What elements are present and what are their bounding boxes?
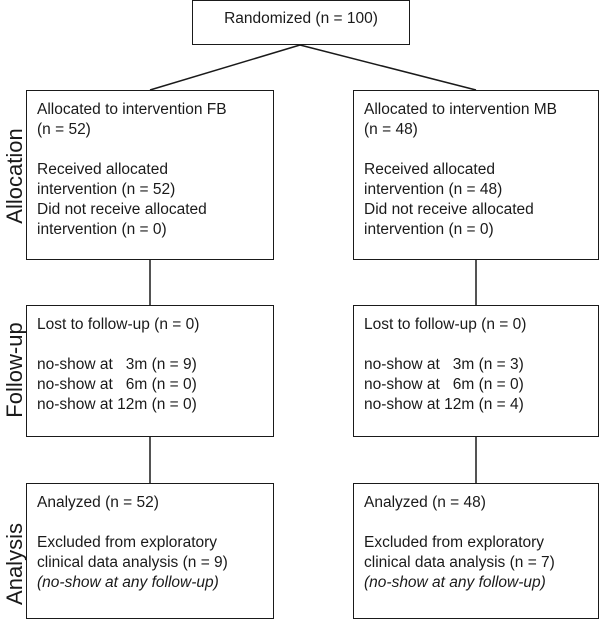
mb-noshow-3m: no-show at 3m (n = 3) bbox=[364, 356, 524, 373]
fb-excluded-count: clinical data analysis (n = 9) bbox=[37, 554, 228, 571]
mb-noshow-6m: no-show at 6m (n = 0) bbox=[364, 376, 524, 393]
fb-noshow-6m: no-show at 6m (n = 0) bbox=[37, 376, 197, 393]
stage-label-followup: Follow-up bbox=[2, 322, 27, 418]
fb-received-label: Received allocated bbox=[37, 161, 168, 178]
fb-allocated-count: (n = 52) bbox=[37, 121, 91, 138]
mb-analyzed: Analyzed (n = 48) bbox=[364, 494, 486, 511]
fb-noshow-3m: no-show at 3m (n = 9) bbox=[37, 356, 197, 373]
fb-received-count: intervention (n = 52) bbox=[37, 181, 176, 198]
fb-analyzed: Analyzed (n = 52) bbox=[37, 494, 159, 511]
stage-label-allocation: Allocation bbox=[2, 128, 27, 224]
mb-received-count: intervention (n = 48) bbox=[364, 181, 503, 198]
fb-analysis-box: Analyzed (n = 52) Excluded from explorat… bbox=[26, 483, 274, 619]
fb-excluded-label: Excluded from exploratory bbox=[37, 534, 218, 551]
mb-allocated-label: Allocated to intervention MB bbox=[364, 101, 557, 118]
mb-followup-box: Lost to follow-up (n = 0) no-show at 3m … bbox=[353, 305, 599, 437]
mb-not-received-count: intervention (n = 0) bbox=[364, 221, 494, 238]
mb-analysis-box: Analyzed (n = 48) Excluded from explorat… bbox=[353, 483, 599, 619]
fb-lost-to-followup: Lost to follow-up (n = 0) bbox=[37, 316, 200, 333]
mb-noshow-12m: no-show at 12m (n = 4) bbox=[364, 396, 524, 413]
fb-followup-box: Lost to follow-up (n = 0) no-show at 3m … bbox=[26, 305, 274, 437]
mb-excluded-count: clinical data analysis (n = 7) bbox=[364, 554, 555, 571]
fb-allocated-label: Allocated to intervention FB bbox=[37, 101, 227, 118]
fb-excluded-note: (no-show at any follow-up) bbox=[37, 574, 219, 591]
connector-randomized-to-fb bbox=[149, 44, 301, 91]
fb-not-received-count: intervention (n = 0) bbox=[37, 221, 167, 238]
mb-not-received-label: Did not receive allocated bbox=[364, 201, 534, 218]
mb-received-label: Received allocated bbox=[364, 161, 495, 178]
mb-allocation-box: Allocated to intervention MB (n = 48) Re… bbox=[353, 90, 599, 260]
mb-excluded-label: Excluded from exploratory bbox=[364, 534, 545, 551]
mb-excluded-note: (no-show at any follow-up) bbox=[364, 574, 546, 591]
randomized-box: Randomized (n = 100) bbox=[192, 0, 410, 45]
fb-not-received-label: Did not receive allocated bbox=[37, 201, 207, 218]
connector-randomized-to-mb bbox=[299, 44, 477, 91]
fb-allocation-box: Allocated to intervention FB (n = 52) Re… bbox=[26, 90, 274, 260]
fb-noshow-12m: no-show at 12m (n = 0) bbox=[37, 396, 197, 413]
mb-allocated-count: (n = 48) bbox=[364, 121, 418, 138]
stage-label-analysis: Analysis bbox=[2, 523, 27, 605]
mb-lost-to-followup: Lost to follow-up (n = 0) bbox=[364, 316, 527, 333]
randomized-label: Randomized (n = 100) bbox=[224, 10, 378, 27]
